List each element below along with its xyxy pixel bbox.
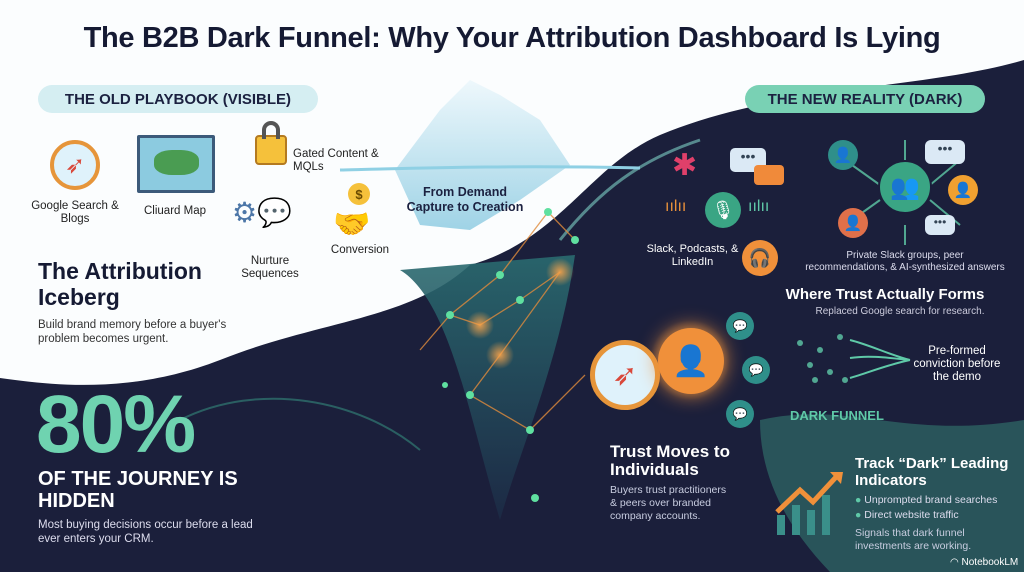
individuals-desc: Buyers trust practitioners & peers over … [610,484,727,522]
indicators-list: ● Unprompted brand searches ● Direct web… [855,493,997,523]
page-title: The B2B Dark Funnel: Why Your Attributio… [83,22,941,54]
iceberg-desc: Build brand memory before a buyer's prob… [38,319,227,345]
google-search-label: Google Search & Blogs [31,200,119,225]
chat-bubble-icon: ••• [925,215,955,235]
old-playbook-pill: THE OLD PLAYBOOK (VISIBLE) [38,85,318,113]
channels-label: Slack, Podcasts, & LinkedIn [646,243,739,268]
haloed-person-icon: 👤 [658,328,724,394]
individuals-heading: Trust Moves to Individuals [610,442,730,479]
compass-icon: ➶ [50,140,100,190]
map-label: Cliuard Map [144,205,206,217]
funnel-outcome: Pre-formed conviction before the demo [913,345,1001,383]
chat-avatar-icon: 💬 [742,356,770,384]
iceberg-heading: The Attribution Iceberg [38,258,202,310]
microphone-icon: 🎙 [705,192,741,228]
chat-bubble-orange-icon [754,165,784,185]
chat-bubble-icon: ••• [925,140,965,164]
indicators-heading: Track “Dark” Leading Indicators [855,455,1009,489]
person-avatar: 👤 [838,208,868,238]
sound-wave-icon: ıılıı [665,198,687,215]
sound-wave-icon: ıılıı [748,198,770,215]
group-icon: 👥 [878,160,932,214]
handshake-icon: 🤝 [333,208,371,241]
slack-icon: ✱ [672,149,698,182]
brand-watermark: ◠ NotebookLM [950,557,1019,568]
hidden-desc: Most buying decisions occur before a lea… [38,519,253,545]
person-avatar: 👤 [948,175,978,205]
trust-forms-heading: Where Trust Actually Forms [785,286,985,303]
gated-content-label: Gated Content & MQLs [293,148,379,173]
map-icon [137,135,215,193]
iceberg-tip [395,80,570,230]
dark-funnel-label: DARK FUNNEL [790,408,884,423]
headset-person-icon: 🎧 [742,240,778,276]
network-caption: Private Slack groups, peer recommendatio… [805,250,1005,273]
hidden-heading: OF THE JOURNEY IS HIDDEN [38,468,238,512]
indicators-desc: Signals that dark funnel investments are… [855,527,972,552]
indicator-item: ● Unprompted brand searches [855,494,998,506]
compass-icon: ➶ [590,340,660,410]
chat-avatar-icon: 💬 [726,312,754,340]
nurture-label: Nurture Sequences [241,255,299,280]
nurture-gears-icon: ⚙💬 [232,197,292,228]
person-avatar: 👤 [828,140,858,170]
chat-avatar-icon: 💬 [726,400,754,428]
dollar-coin-icon: $ [348,183,370,205]
new-reality-pill: THE NEW REALITY (DARK) [745,85,985,113]
demand-capture-label: From Demand Capture to Creation [406,185,524,214]
indicator-item: ● Direct website traffic [855,509,959,521]
hidden-stat: 80% [36,379,196,470]
conversion-label: Conversion [330,244,390,256]
trust-forms-sub: Replaced Google search for research. [815,306,985,317]
lock-icon [255,121,287,165]
trend-chart-icon [775,470,845,535]
